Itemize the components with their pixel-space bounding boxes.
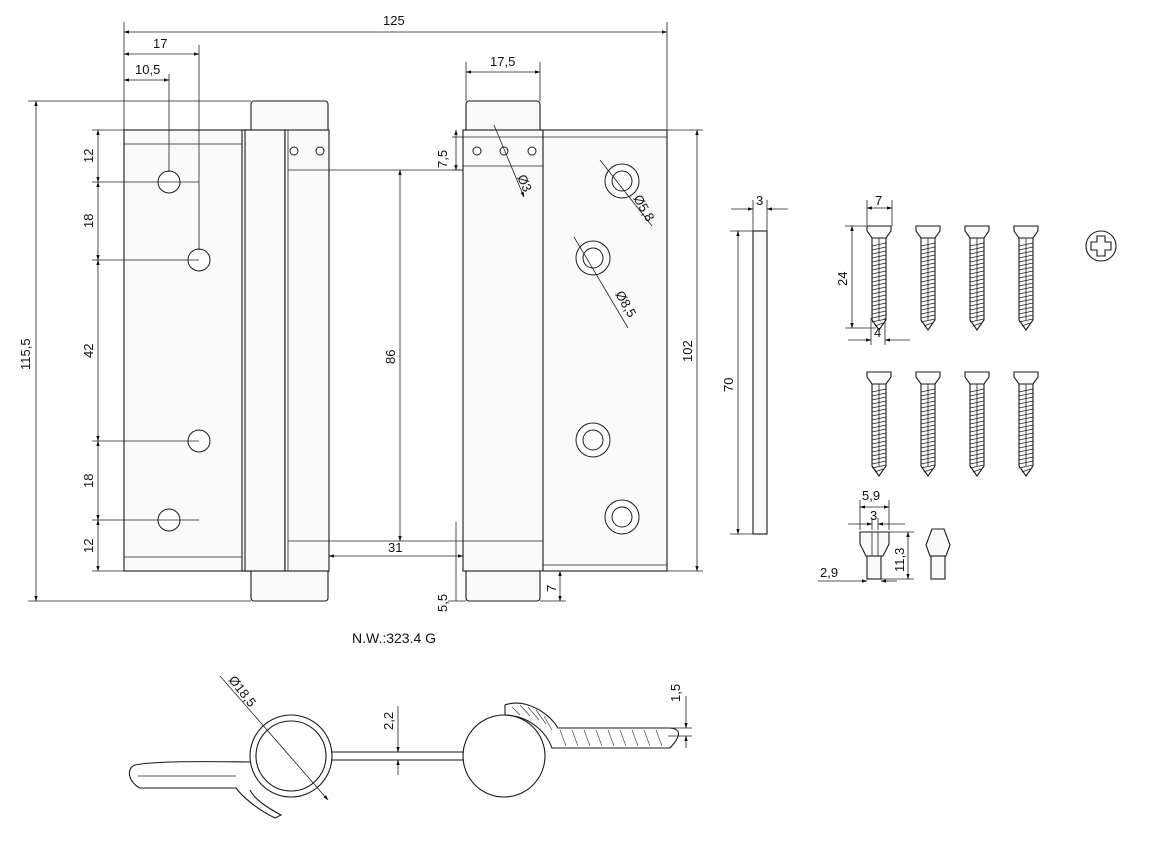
dim-screw-4: 4: [874, 325, 881, 340]
countersunk-hole: [604, 499, 640, 535]
dim-7: 7: [544, 585, 559, 592]
dim-d18-5: Ø18,5: [226, 673, 260, 710]
phillips-cross-icon: [1085, 230, 1117, 262]
end-cap: [925, 528, 951, 580]
right-leaf: [462, 100, 668, 602]
dim-42: 42: [81, 344, 96, 358]
screw-dimensions: [845, 200, 910, 345]
dim-2-2: 2,2: [381, 712, 396, 730]
dim-18-b: 18: [81, 474, 96, 488]
dim-screw-7: 7: [875, 193, 882, 208]
dim-10-5: 10,5: [135, 62, 160, 77]
wood-screw: [964, 371, 990, 477]
dim-5-5: 5,5: [435, 594, 450, 612]
countersunk-hole: [575, 240, 611, 276]
wood-screw: [1013, 225, 1039, 331]
dim-102: 102: [680, 340, 695, 362]
dim-cap-2-9: 2,9: [820, 565, 838, 580]
dim-18-a: 18: [81, 214, 96, 228]
countersunk-hole: [575, 422, 611, 458]
left-leaf: [123, 100, 330, 602]
wood-screw: [866, 225, 892, 331]
hinge-pin: [730, 200, 788, 535]
wood-screw: [915, 225, 941, 331]
dim-17-5: 17,5: [490, 54, 515, 69]
end-cap: [859, 531, 890, 580]
dim-pin-70: 70: [721, 378, 736, 392]
wood-screw: [1013, 371, 1039, 477]
dim-31: 31: [388, 540, 402, 555]
dim-115-5: 115,5: [18, 338, 33, 370]
dim-12-top: 12: [81, 149, 96, 163]
dim-86: 86: [383, 350, 398, 364]
dim-7-5: 7,5: [435, 150, 450, 168]
countersunk-hole: [604, 163, 640, 199]
dim-17: 17: [153, 36, 167, 51]
wood-screw: [866, 371, 892, 477]
net-weight-note: N.W.:323.4 G: [352, 630, 436, 646]
wood-screw: [964, 225, 990, 331]
dim-screw-24: 24: [835, 272, 850, 286]
section-view: [128, 675, 692, 819]
dim-cap-5-9: 5,9: [862, 488, 880, 503]
dim-cap-11-3: 11,3: [892, 548, 907, 572]
wood-screw: [915, 371, 941, 477]
dim-cap-3: 3: [870, 508, 877, 523]
dim-pin-3: 3: [756, 193, 763, 208]
screw-set: [866, 225, 1039, 477]
cap-dimensions: [818, 500, 914, 583]
dimension-lines: [28, 22, 703, 602]
dim-12-bottom: 12: [81, 539, 96, 553]
dim-overall-width: 125: [383, 13, 405, 28]
dim-1-5: 1,5: [668, 684, 683, 702]
dim-d3: Ø3: [514, 172, 535, 194]
